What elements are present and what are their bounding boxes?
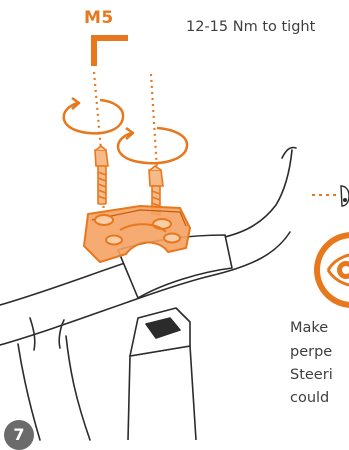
bolt-left (95, 146, 108, 204)
rotate-clockwise-arrow-right (118, 128, 187, 163)
hex-key-icon (94, 38, 128, 66)
note-line-2: perpe (290, 344, 332, 360)
stem (118, 235, 232, 440)
torque-specification: 12-15 Nm to tight (186, 19, 315, 35)
rotate-clockwise-arrow-left (64, 98, 123, 133)
eye-icon (314, 232, 349, 308)
note-line-1: Make (290, 320, 328, 336)
detail-callout (312, 186, 349, 206)
note-line-4: could (290, 390, 329, 406)
hex-key-size-label: M5 (84, 8, 114, 28)
step-number-badge: 7 (4, 420, 34, 450)
note-line-3: Steeri (290, 367, 333, 383)
